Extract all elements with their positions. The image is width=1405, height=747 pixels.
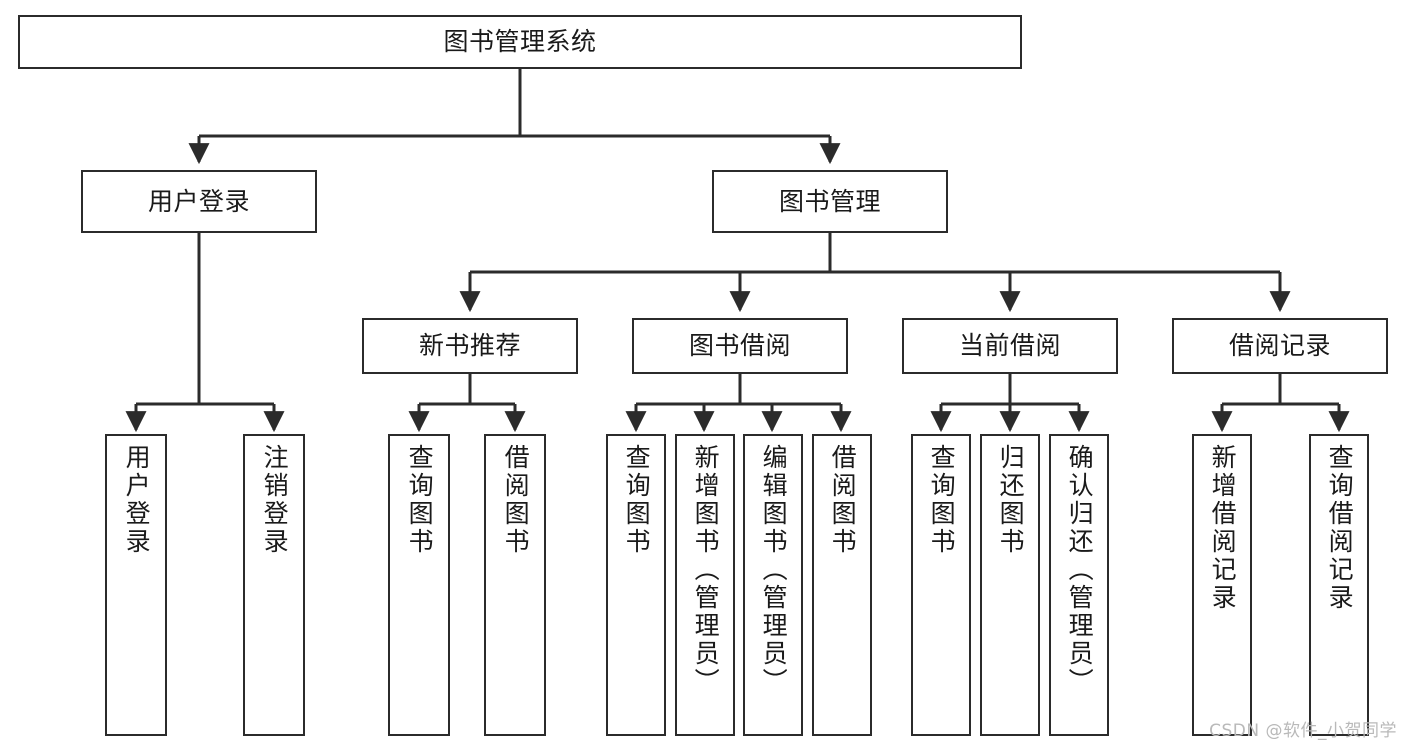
- node-label: 图书借阅: [688, 331, 791, 361]
- node-label: 新增图书（管理员）: [691, 444, 721, 696]
- leaf-borrow-edit-book-admin[interactable]: 编辑图书（管理员）: [743, 434, 803, 736]
- leaf-recommend-query-book[interactable]: 查询图书: [388, 434, 450, 736]
- node-user-login[interactable]: 用户登录: [81, 170, 317, 233]
- node-label: 借阅图书: [828, 444, 858, 556]
- leaf-current-confirm-return-admin[interactable]: 确认归还（管理员）: [1049, 434, 1109, 736]
- node-root-system[interactable]: 图书管理系统: [18, 15, 1022, 69]
- node-label: 用户登录: [122, 444, 152, 556]
- node-label: 借阅记录: [1228, 331, 1331, 361]
- leaf-borrow-borrow-book[interactable]: 借阅图书: [812, 434, 872, 736]
- node-label: 归还图书: [996, 444, 1026, 556]
- node-label: 用户登录: [147, 186, 250, 216]
- node-label: 查询图书: [927, 444, 957, 556]
- node-label: 查询图书: [405, 444, 435, 556]
- node-current-borrow[interactable]: 当前借阅: [902, 318, 1118, 374]
- leaf-borrow-query-book[interactable]: 查询图书: [606, 434, 666, 736]
- csdn-watermark: CSDN @软件_小贺同学: [1209, 721, 1397, 741]
- node-label: 注销登录: [260, 444, 290, 556]
- node-label: 新增借阅记录: [1208, 444, 1238, 612]
- node-book-management[interactable]: 图书管理: [712, 170, 948, 233]
- leaf-recommend-borrow-book[interactable]: 借阅图书: [484, 434, 546, 736]
- node-label: 编辑图书（管理员）: [759, 444, 789, 696]
- leaf-record-query-record[interactable]: 查询借阅记录: [1309, 434, 1369, 736]
- leaf-current-query-book[interactable]: 查询图书: [911, 434, 971, 736]
- leaf-user-login-login[interactable]: 用户登录: [105, 434, 167, 736]
- node-label: 查询图书: [622, 444, 652, 556]
- node-label: 借阅图书: [501, 444, 531, 556]
- node-borrow-record[interactable]: 借阅记录: [1172, 318, 1388, 374]
- node-label: 确认归还（管理员）: [1065, 444, 1095, 696]
- node-book-borrow[interactable]: 图书借阅: [632, 318, 848, 374]
- leaf-record-add-record[interactable]: 新增借阅记录: [1192, 434, 1252, 736]
- node-label: 当前借阅: [958, 331, 1061, 361]
- leaf-user-login-logout[interactable]: 注销登录: [243, 434, 305, 736]
- leaf-current-return-book[interactable]: 归还图书: [980, 434, 1040, 736]
- node-label: 查询借阅记录: [1325, 444, 1355, 612]
- node-label: 新书推荐: [418, 331, 521, 361]
- node-new-book-recommend[interactable]: 新书推荐: [362, 318, 578, 374]
- leaf-borrow-add-book-admin[interactable]: 新增图书（管理员）: [675, 434, 735, 736]
- node-label: 图书管理系统: [443, 27, 597, 57]
- node-label: 图书管理: [778, 186, 881, 216]
